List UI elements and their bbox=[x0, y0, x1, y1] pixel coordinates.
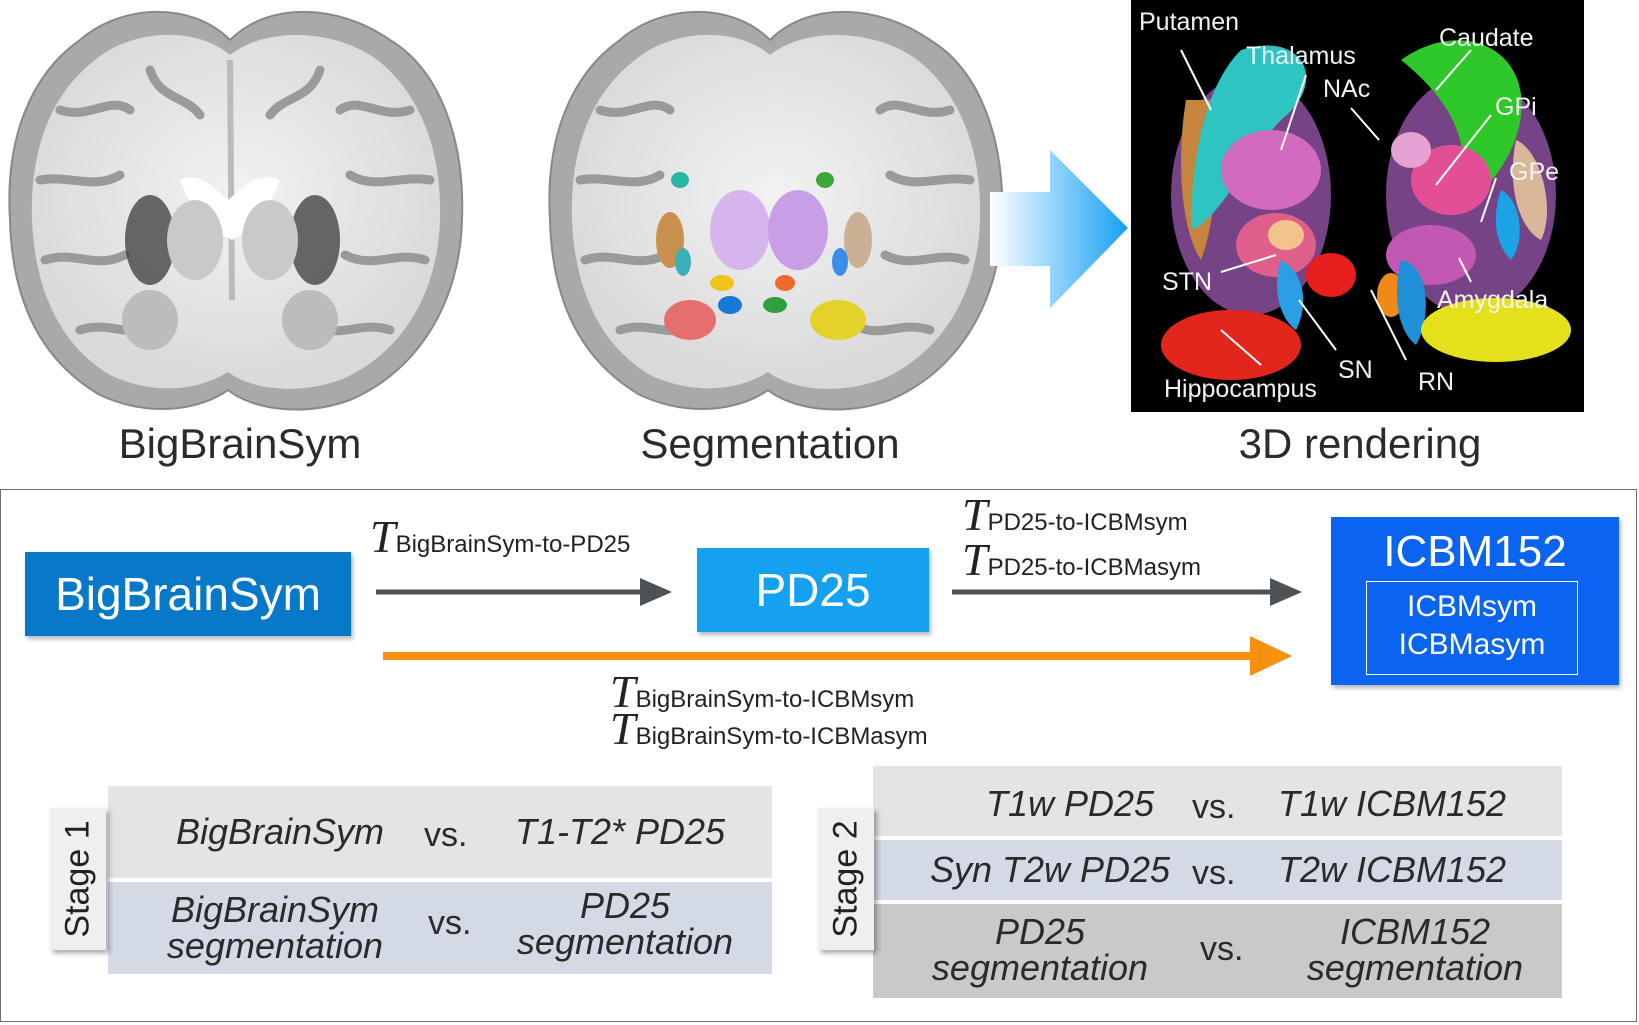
pd25-box: PD25 bbox=[697, 548, 929, 632]
stage2-row3-right-1: ICBM152 bbox=[1339, 911, 1491, 952]
t-bbs-to-icbmsym-label: TBigBrainSym-to-ICBMsym bbox=[610, 666, 915, 717]
t-symbol: T bbox=[610, 703, 636, 754]
stage1-row2-left-2: segmentation bbox=[166, 925, 384, 966]
label-thalamus: Thalamus bbox=[1246, 42, 1356, 70]
t-bbs-to-icbmasym-label: TBigBrainSym-to-ICBMasym bbox=[610, 703, 928, 754]
stage2-row3-left-2: segmentation bbox=[931, 947, 1149, 988]
stage2-row2-vs: vs. bbox=[1192, 854, 1236, 892]
stage2-row3-vs: vs. bbox=[1200, 930, 1244, 968]
label-rn: RN bbox=[1418, 368, 1455, 396]
stage1-row2-right-1: PD25 bbox=[579, 885, 671, 926]
stage1-row1-right: T1-T2* PD25 bbox=[514, 811, 726, 852]
caption-bigbrainsym: BigBrainSym bbox=[118, 420, 362, 467]
arrow-bbs-to-icbm bbox=[383, 636, 1292, 676]
bigbrainsym-slice-image bbox=[8, 10, 464, 411]
t-symbol: T bbox=[962, 489, 988, 540]
t-pd25-to-icbmsym-label: TPD25-to-ICBMsym bbox=[962, 489, 1188, 540]
stage2-tab: Stage 2 bbox=[818, 808, 874, 950]
caption-segmentation: Segmentation bbox=[640, 420, 900, 467]
arrow-bbs-to-pd25 bbox=[376, 578, 672, 606]
t-bbs-to-pd25-label: TBigBrainSym-to-PD25 bbox=[370, 511, 631, 562]
arrow-pd25-to-icbm bbox=[952, 578, 1302, 606]
segmentation-slice-image bbox=[548, 10, 1004, 411]
stage2-row2-right: T2w ICBM152 bbox=[1277, 849, 1507, 890]
stage2-row3-left-1: PD25 bbox=[994, 911, 1086, 952]
label-nac: NAc bbox=[1323, 75, 1371, 103]
3d-rendering-image: Putamen Thalamus Caudate NAc GPi GPe STN… bbox=[1131, 0, 1584, 412]
stage1-row2-left-1: BigBrainSym bbox=[170, 889, 380, 930]
stage1-row-2 bbox=[108, 882, 772, 974]
stage2-row1-left: T1w PD25 bbox=[985, 783, 1155, 824]
stage1-row-1 bbox=[108, 786, 772, 878]
icbmsym-label: ICBMsym bbox=[1407, 590, 1537, 623]
stage1-row2-vs: vs. bbox=[428, 904, 472, 942]
label-sn: SN bbox=[1338, 356, 1373, 384]
stage1-row1-vs: vs. bbox=[424, 816, 468, 854]
stage2-row-3 bbox=[873, 904, 1562, 998]
label-putamen: Putamen bbox=[1139, 8, 1240, 36]
caption-3d-rendering: 3D rendering bbox=[1238, 420, 1482, 467]
label-amygdala: Amygdala bbox=[1437, 286, 1549, 314]
icbm152-box: ICBM152 ICBMsym ICBMasym bbox=[1331, 517, 1619, 685]
t-pd25-to-icbmasym-label: TPD25-to-ICBMasym bbox=[962, 534, 1201, 585]
stage2-label: Stage 2 bbox=[826, 820, 865, 938]
label-gpe: GPe bbox=[1509, 158, 1560, 186]
stage2-row-2 bbox=[873, 840, 1562, 900]
icbm152-title: ICBM152 bbox=[1383, 527, 1567, 576]
icbm-inner-box: ICBMsym ICBMasym bbox=[1366, 581, 1578, 675]
pipeline-frame bbox=[0, 489, 1637, 1022]
label-hippocampus: Hippocampus bbox=[1164, 375, 1317, 403]
right-arrow-icon bbox=[990, 150, 1128, 308]
label-gpi: GPi bbox=[1495, 93, 1537, 121]
icbmasym-label: ICBMasym bbox=[1398, 628, 1546, 661]
bigbrainsym-box: BigBrainSym bbox=[25, 552, 351, 636]
t-symbol: T bbox=[610, 666, 636, 717]
label-stn: STN bbox=[1162, 268, 1212, 296]
stage2-row1-vs: vs. bbox=[1192, 788, 1236, 826]
stage1-row2-right-2: segmentation bbox=[516, 921, 734, 962]
stage2-row-1 bbox=[873, 766, 1562, 836]
t-symbol: T bbox=[370, 511, 396, 562]
stage2-row1-right: T1w ICBM152 bbox=[1277, 783, 1507, 824]
stage1-tab: Stage 1 bbox=[50, 808, 106, 950]
stage1-label: Stage 1 bbox=[58, 820, 97, 938]
stage2-row2-left: Syn T2w PD25 bbox=[929, 849, 1171, 890]
t-symbol: T bbox=[962, 534, 988, 585]
stage2-row3-right-2: segmentation bbox=[1306, 947, 1524, 988]
stage1-row1-left: BigBrainSym bbox=[175, 811, 385, 852]
label-caudate: Caudate bbox=[1439, 24, 1534, 52]
